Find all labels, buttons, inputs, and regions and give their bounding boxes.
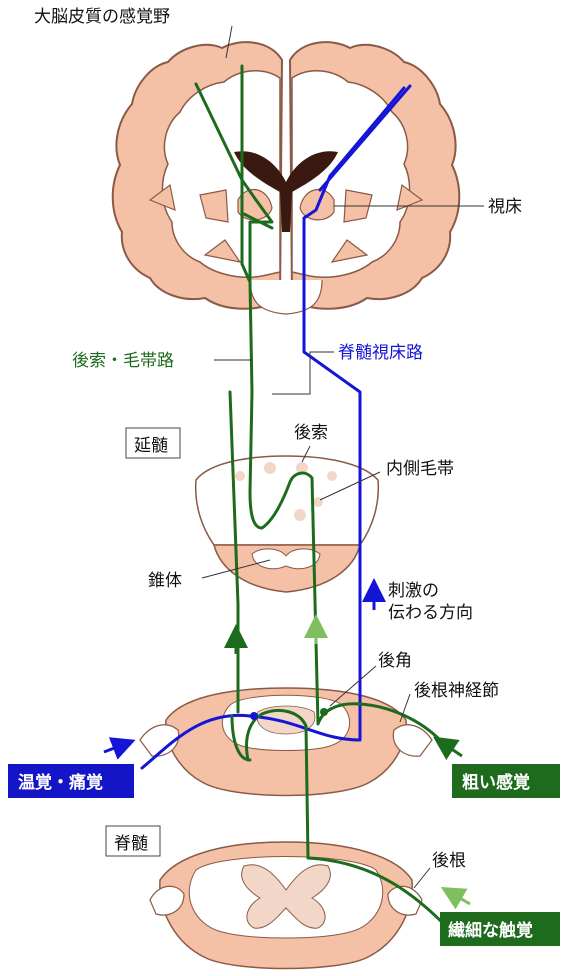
spinal-cord-upper bbox=[140, 688, 432, 796]
thalamus-label: 視床 bbox=[488, 197, 522, 217]
dorsal-root-label: 後根 bbox=[432, 851, 466, 871]
leader-spinothalamic bbox=[272, 352, 334, 394]
fine-touch-arrow bbox=[446, 890, 470, 904]
direction-label-2: 伝わる方向 bbox=[388, 603, 473, 623]
dorsal-column-label: 後索 bbox=[294, 423, 328, 443]
dorsal-root-ganglion-label: 後根神経節 bbox=[414, 681, 499, 701]
synapse-dot bbox=[320, 708, 328, 716]
medulla-section bbox=[196, 456, 379, 592]
dorsal-column-path-label: 後索・毛帯路 bbox=[72, 351, 174, 371]
spinothalamic-label: 脊髄視床路 bbox=[338, 343, 423, 363]
spinal-cord-lower bbox=[150, 842, 422, 969]
leader-dorsal-root bbox=[414, 868, 430, 888]
synapse-dot bbox=[250, 712, 258, 720]
medulla-label: 延髄 bbox=[134, 436, 168, 456]
cortex-label: 大脳皮質の感覚野 bbox=[34, 7, 170, 27]
temp-pain-label: 温覚・痛覚 bbox=[18, 772, 103, 793]
coarse-touch-label: 粗い感覚 bbox=[462, 772, 530, 793]
coarse-touch-arrow bbox=[438, 740, 462, 756]
pyramid-label: 錐体 bbox=[148, 571, 182, 591]
dorsal-horn-label: 後角 bbox=[378, 651, 412, 671]
fine-touch-label: 繊細な触覚 bbox=[448, 920, 533, 941]
temp-pain-arrow bbox=[104, 742, 130, 752]
direction-label-1: 刺激の bbox=[388, 581, 439, 601]
spinal-cord-label: 脊髄 bbox=[114, 834, 148, 854]
brainstem bbox=[250, 280, 322, 314]
medial-lemniscus-label: 内側毛帯 bbox=[386, 459, 454, 479]
brain-section bbox=[113, 42, 460, 314]
medulla-white bbox=[196, 456, 379, 545]
